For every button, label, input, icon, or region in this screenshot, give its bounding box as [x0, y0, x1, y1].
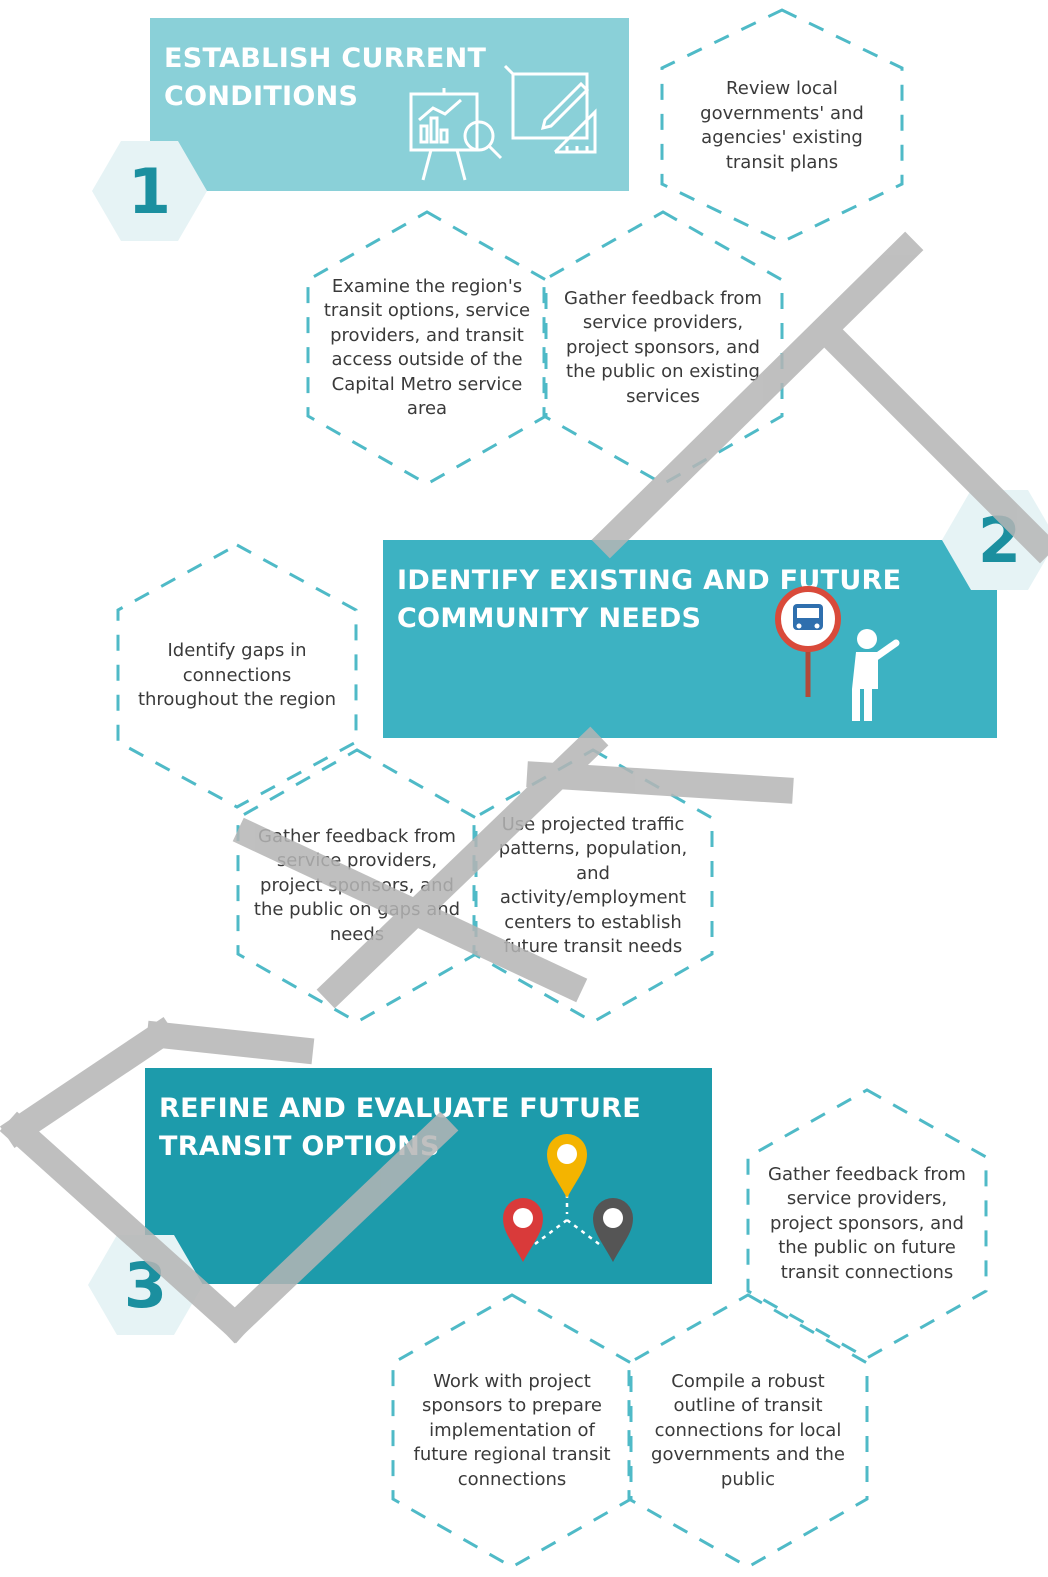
step-2-title: IDENTIFY EXISTING AND FUTURE COMMUNITY N…	[397, 565, 902, 634]
step-2-number: 2	[977, 503, 1022, 577]
step-3-number-badge: 3	[88, 1235, 203, 1335]
step-1-task-1: Review local governments' and agencies' …	[660, 8, 904, 244]
step-1-task-3: Gather feedback from service providers, …	[542, 210, 784, 486]
step-3-number: 3	[123, 1248, 168, 1322]
step-3-task-2-text: Work with project sponsors to prepare im…	[413, 1370, 611, 1490]
step-3-task-1-text: Gather feedback from service providers, …	[768, 1163, 966, 1283]
presentation-chart-and-blueprint-icon	[405, 62, 605, 187]
step-3-task-2: Work with project sponsors to prepare im…	[391, 1293, 633, 1569]
step-3-task-1: Gather feedback from service providers, …	[746, 1088, 988, 1360]
step-3-task-3: Compile a robust outline of transit conn…	[627, 1293, 869, 1569]
step-1-number: 1	[127, 154, 172, 228]
step-1-task-3-text: Gather feedback from service providers, …	[564, 287, 762, 407]
step-1-number-badge: 1	[92, 141, 207, 241]
bus-stop-person-icon	[770, 585, 910, 725]
step-2-task-3-text: Use projected traffic patterns, populati…	[498, 813, 688, 958]
step-2-task-2-text: Gather feedback from service providers, …	[253, 825, 461, 945]
step-2-banner: IDENTIFY EXISTING AND FUTURE COMMUNITY N…	[383, 540, 997, 738]
step-1-task-1-text: Review local governments' and agencies' …	[700, 78, 864, 173]
step-2-task-1: Identify gaps in connections throughout …	[116, 543, 358, 809]
step-3-task-3-text: Compile a robust outline of transit conn…	[651, 1370, 845, 1490]
step-2-task-3: Use projected traffic patterns, populati…	[472, 748, 714, 1024]
step-1-task-2: Examine the region's transit options, se…	[306, 210, 548, 486]
step-1-title: ESTABLISH CURRENT CONDITIONS	[164, 43, 487, 112]
step-2-task-2: Gather feedback from service providers, …	[236, 748, 478, 1024]
step-2-task-1-text: Identify gaps in connections throughout …	[137, 640, 337, 711]
map-pins-icon	[495, 1128, 645, 1268]
step-1-task-2-text: Examine the region's transit options, se…	[323, 275, 531, 420]
step-1-banner: ESTABLISH CURRENT CONDITIONS	[150, 18, 629, 191]
step-2-number-badge: 2	[942, 490, 1048, 590]
